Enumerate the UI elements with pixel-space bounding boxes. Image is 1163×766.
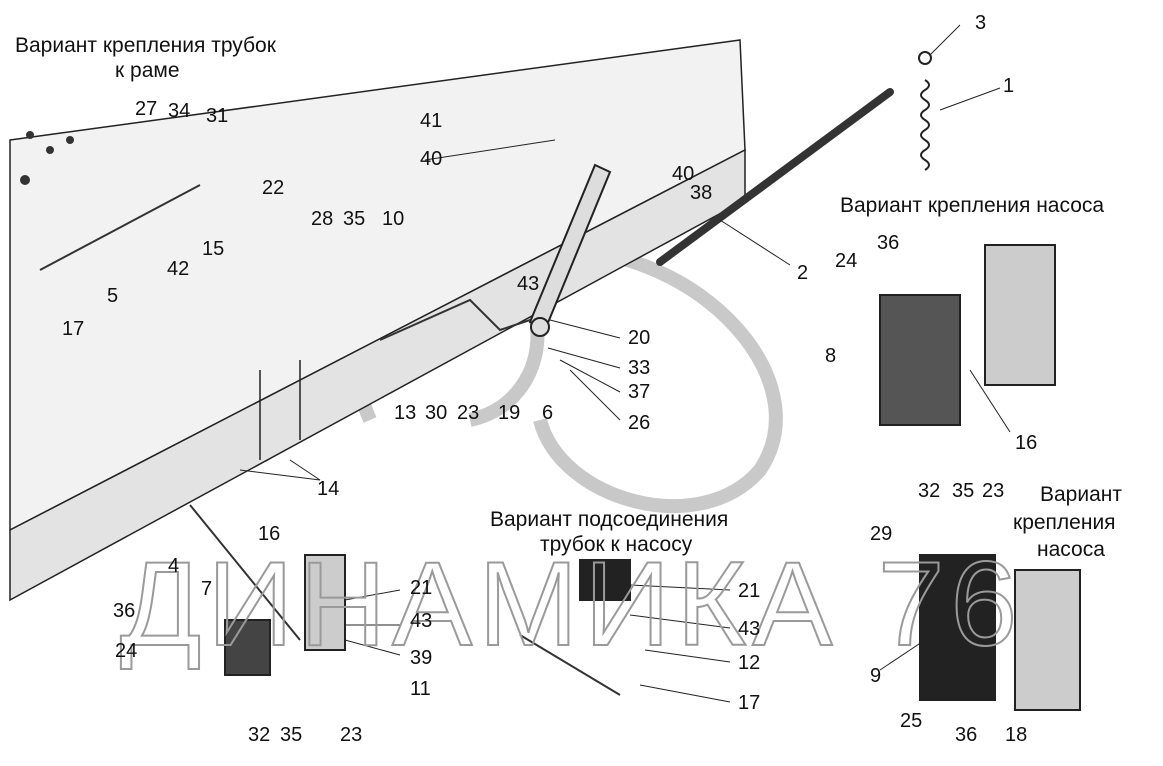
caption-pump-mount-bottom-line3: насоса [1037,538,1105,561]
part-label: 34 [168,100,191,122]
part-label: 37 [628,381,651,403]
part-label: 15 [202,238,225,260]
part-label: 16 [258,523,281,545]
part-label: 25 [900,710,923,732]
part-label: 14 [317,478,340,500]
part-label: 6 [542,402,554,424]
part-label: 33 [628,357,651,379]
part-label: 10 [382,208,405,230]
part-label: 22 [262,177,285,199]
part-label: 41 [420,110,443,132]
caption-pump-mount-top: Вариант крепления насоса [840,194,1105,217]
part-label: 35 [280,724,303,746]
part-label: 17 [738,692,761,714]
part-label: 24 [115,640,138,662]
part-label: 29 [870,523,893,545]
part-label: 38 [690,182,713,204]
part-label: 23 [982,480,1005,502]
part-label: 8 [825,345,837,367]
part-label: 18 [1005,724,1028,746]
part-label: 5 [107,285,119,307]
part-label: 3 [975,12,987,34]
part-label: 21 [738,580,761,602]
part-label: 1 [1003,75,1015,97]
part-label: 2 [797,262,809,284]
caption-pump-mount-bottom-line1: Вариант [1040,483,1122,506]
part-label: 35 [952,480,975,502]
part-label: 42 [167,258,190,280]
rod [656,88,894,266]
pump-left [224,554,346,676]
part-label: 12 [738,652,761,674]
part-label: 27 [135,98,158,120]
caption-tube-connection-line2: трубок к насосу [540,533,693,556]
part-label: 11 [410,678,431,700]
caption-frame-tubes-line2: к раме [115,59,180,82]
part-label: 17 [62,318,85,340]
part-label: 39 [410,647,433,669]
part-label: 19 [498,402,521,424]
part-label: 26 [628,412,651,434]
hydraulic-cylinder [528,163,612,337]
part-label: 16 [1015,432,1038,454]
tubes [39,184,621,696]
part-label: 4 [168,555,180,577]
part-label: 13 [394,402,417,424]
caption-pump-mount-bottom-line2: крепления [1013,511,1116,534]
part-label: 43 [738,618,761,640]
part-label: 43 [517,273,540,295]
part-label: 20 [628,327,651,349]
part-label: 32 [918,480,941,502]
pump-top [879,244,1056,426]
caption-tube-connection-line1: Вариант подсоединения [490,508,729,531]
part-label: 40 [420,148,443,170]
part-label: 30 [425,402,448,424]
leader-lines [239,24,1011,703]
part-label: 31 [206,105,229,127]
part-label: 23 [340,724,363,746]
part-label: 36 [113,600,136,622]
part-label: 43 [410,610,433,632]
part-label: 40 [672,163,695,185]
spring [918,51,932,171]
part-label: 36 [877,232,900,254]
caption-frame-tubes-line1: Вариант крепления трубок [15,34,276,57]
pump-connection [579,559,631,601]
watermark-logo: ДИНАМИКА 76 [119,536,1024,672]
part-label: 32 [248,724,271,746]
part-label: 28 [311,208,334,230]
part-label: 9 [870,665,882,687]
part-label: 23 [457,402,480,424]
part-label: 7 [201,578,213,600]
pump-bottom [919,554,1081,711]
part-label: 35 [343,208,366,230]
part-label: 36 [955,724,978,746]
frame-holes [20,131,74,185]
part-label: 24 [835,250,858,272]
part-label: 21 [410,577,433,599]
